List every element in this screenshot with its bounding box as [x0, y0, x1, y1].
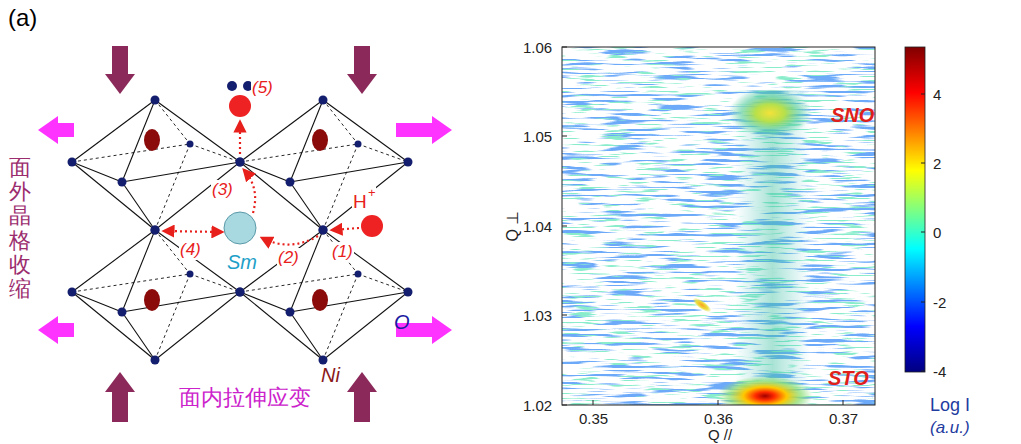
callout-number-box: (1)	[331, 242, 354, 262]
peak-label-box: SNO	[831, 104, 874, 127]
peak-label: STO	[828, 367, 869, 390]
charge-sign: +	[368, 186, 376, 201]
atom-label-box: Sm	[227, 251, 257, 274]
tick-label-box: 1.05	[523, 128, 552, 145]
tick-label: 1.05	[523, 128, 552, 145]
ion-label-box: H	[352, 191, 368, 213]
colorbar-unit: (a.u.)	[930, 418, 970, 438]
tick-label: 1.06	[523, 39, 552, 56]
atom-label: O	[394, 311, 410, 334]
tick-label: 0.35	[579, 410, 608, 427]
tick-label: 1.02	[523, 397, 552, 414]
axis-caption-box: 面外晶格收缩	[9, 156, 31, 301]
callout-number: (5)	[251, 78, 274, 98]
colorbar-tick-box: 2	[933, 155, 941, 172]
atom-label-box: Ni	[321, 364, 340, 387]
colorbar-tick: -4	[933, 363, 946, 380]
tick-label-box: 1.02	[523, 397, 552, 414]
tick-label: 0.36	[704, 410, 733, 427]
colorbar-tick: 2	[933, 155, 941, 172]
peak-label: SNO	[831, 104, 874, 127]
colorbar-tick: 0	[933, 224, 941, 241]
callout-number-box: (5)	[251, 78, 274, 98]
tick-label: 1.03	[523, 307, 552, 324]
strain-caption: 面内拉伸应变	[179, 385, 311, 410]
tick-label-box: 0.36	[704, 410, 733, 427]
callout-number-box: (2)	[277, 248, 300, 268]
callout-number: (1)	[331, 242, 354, 262]
tick-label-box: 1.06	[523, 39, 552, 56]
colorbar-tick: -2	[933, 294, 946, 311]
ion-label: H	[352, 191, 368, 213]
panel-label-box: (a)	[8, 4, 37, 32]
colorbar-tick-box: -2	[933, 294, 946, 311]
tick-label-box: 1.03	[523, 307, 552, 324]
callout-number-box: (3)	[211, 180, 234, 200]
colorbar-title: Log I	[930, 395, 970, 416]
charge-sign-box: +	[368, 186, 376, 201]
tick-label: 0.37	[829, 410, 858, 427]
callout-number-box: (4)	[179, 240, 202, 260]
colorbar-tick-box: -4	[933, 363, 946, 380]
axis-caption: 面外晶格收缩	[9, 156, 31, 301]
callout-number: (3)	[211, 180, 234, 200]
axis-title: Q ⊥	[504, 211, 522, 242]
colorbar-tick-box: 4	[933, 86, 941, 103]
callout-number: (4)	[179, 240, 202, 260]
axis-title: Q //	[708, 426, 732, 443]
callout-number: (2)	[277, 248, 300, 268]
colorbar-title-box: Log I	[930, 395, 970, 416]
panel-label: (a)	[8, 4, 37, 32]
tick-label-box: 0.35	[579, 410, 608, 427]
strain-caption-box: 面内拉伸应变	[179, 385, 311, 410]
colorbar-tick: 4	[933, 86, 941, 103]
atom-label: Ni	[321, 364, 340, 387]
colorbar-unit-box: (a.u.)	[930, 418, 970, 438]
axis-title-box: Q ⊥	[504, 211, 522, 242]
tick-label: 1.04	[523, 218, 552, 235]
axis-title-box: Q //	[708, 426, 732, 443]
colorbar-tick-box: 0	[933, 224, 941, 241]
tick-label-box: 1.04	[523, 218, 552, 235]
peak-label-box: STO	[828, 367, 869, 390]
atom-label-box: O	[394, 311, 410, 334]
tick-label-box: 0.37	[829, 410, 858, 427]
atom-label: Sm	[227, 251, 257, 274]
